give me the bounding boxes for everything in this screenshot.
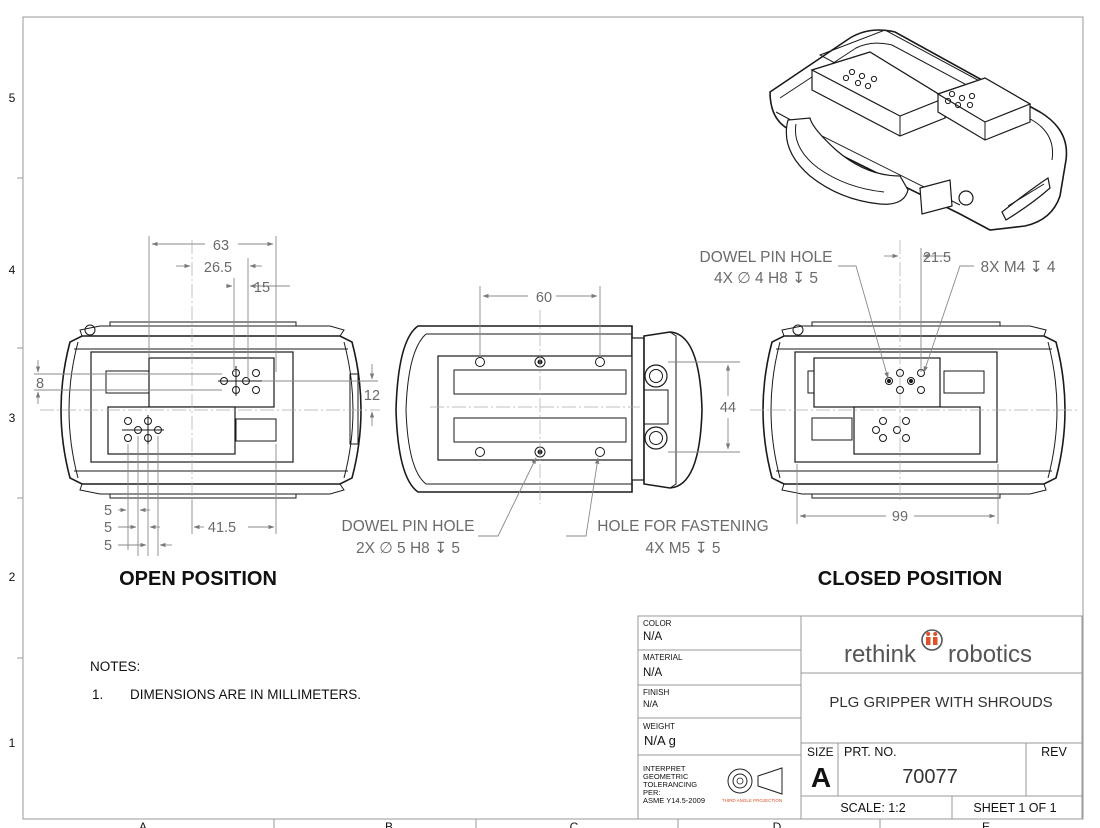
finish-label: FINISH xyxy=(643,688,669,697)
row-label-5: 5 xyxy=(9,91,16,105)
front-view: 60 44 DOWEL PIN HOLE 2X ∅ 5 H8 ↧ 5 HOLE … xyxy=(342,286,769,557)
col-label-b: B xyxy=(385,820,393,828)
isometric-view xyxy=(769,29,1068,231)
row-label-1: 1 xyxy=(9,736,16,750)
col-label-a: A xyxy=(139,820,147,828)
tolerancing-line-1: INTERPRET xyxy=(643,764,686,773)
third-angle-projection-icon xyxy=(727,767,783,795)
part-number-value: 70077 xyxy=(902,766,958,788)
closed-position-title: CLOSED POSITION xyxy=(818,568,1002,590)
front-dowel-note-line2: 2X ∅ 5 H8 ↧ 5 xyxy=(356,540,460,557)
scale-text: SCALE: 1:2 xyxy=(840,801,905,815)
size-label: SIZE xyxy=(807,745,834,759)
dim-5-b: 5 xyxy=(104,520,112,536)
material-label: MATERIAL xyxy=(643,653,683,662)
weight-label: WEIGHT xyxy=(643,722,675,731)
closed-dowel-note-line1: DOWEL PIN HOLE xyxy=(700,249,833,266)
row-label-3: 3 xyxy=(9,411,16,425)
weight-value: N/A g xyxy=(644,733,676,748)
size-value: A xyxy=(811,762,831,793)
front-body xyxy=(395,325,703,493)
dim-8: 8 xyxy=(36,376,44,392)
iso-hole-pattern xyxy=(842,68,976,109)
closed-hole-pattern xyxy=(872,369,925,442)
projection-label: THIRD ANGLE PROJECTION xyxy=(722,798,782,803)
tolerancing-line-4: PER: xyxy=(643,788,661,797)
dim-5-a: 5 xyxy=(104,503,112,519)
company-logo-icon xyxy=(921,629,943,651)
closed-dowel-note-line2: 4X ∅ 4 H8 ↧ 5 xyxy=(714,270,818,287)
dim-5-c: 5 xyxy=(104,538,112,554)
part-number-label: PRT. NO. xyxy=(844,745,897,759)
open-dimensions: 63 26.5 15 8 12 5 xyxy=(34,236,380,556)
closed-dimensions: 21.5 99 xyxy=(796,248,999,525)
col-label-e: E xyxy=(982,820,990,828)
color-value: N/A xyxy=(643,631,663,643)
sheet-text: SHEET 1 OF 1 xyxy=(973,801,1056,815)
material-value: N/A xyxy=(643,667,663,679)
fastening-note-line1: HOLE FOR FASTENING xyxy=(597,518,768,535)
row-label-4: 4 xyxy=(9,263,16,277)
tolerancing-line-2: GEOMETRIC xyxy=(643,772,689,781)
color-label: COLOR xyxy=(643,619,672,628)
open-position-title: OPEN POSITION xyxy=(119,568,277,590)
company-logo: rethink robotics xyxy=(844,629,1032,668)
dim-99: 99 xyxy=(892,509,908,525)
dim-26-5: 26.5 xyxy=(204,260,232,276)
note-1-number: 1. xyxy=(92,687,103,702)
dim-12: 12 xyxy=(364,388,380,404)
row-label-2: 2 xyxy=(9,570,16,584)
dim-63: 63 xyxy=(213,238,229,254)
col-label-c: C xyxy=(570,820,579,828)
dim-41-5: 41.5 xyxy=(208,520,236,536)
fastening-note-line2: 4X M5 ↧ 5 xyxy=(645,540,720,557)
col-label-d: D xyxy=(773,820,782,828)
note-1-text: DIMENSIONS ARE IN MILLIMETERS. xyxy=(130,687,361,702)
closed-position-view: 21.5 99 DOWEL PIN HOLE 4X ∅ 4 H8 ↧ 5 8X … xyxy=(700,240,1080,590)
thread-note: 8X M4 ↧ 4 xyxy=(980,259,1055,276)
rev-label: REV xyxy=(1041,745,1067,759)
front-dimensions: 60 44 xyxy=(478,286,740,537)
open-hole-pattern xyxy=(122,366,262,445)
tolerancing-line-3: TOLERANCING xyxy=(643,780,697,789)
sheet-border: 5 4 3 2 1 A B C D E xyxy=(9,16,1084,828)
front-dowel-note-line1: DOWEL PIN HOLE xyxy=(342,518,475,535)
notes-heading: NOTES: xyxy=(90,659,140,674)
drawing-title: PLG GRIPPER WITH SHROUDS xyxy=(829,694,1052,711)
dim-44: 44 xyxy=(720,400,736,416)
dim-21-5: 21.5 xyxy=(923,250,951,266)
notes: NOTES: 1. DIMENSIONS ARE IN MILLIMETERS. xyxy=(90,659,361,702)
company-name-right: robotics xyxy=(948,641,1032,668)
dim-15: 15 xyxy=(254,280,270,296)
company-name-left: rethink xyxy=(844,641,917,668)
tolerancing-line-5: ASME Y14.5-2009 xyxy=(643,796,705,805)
dim-60: 60 xyxy=(536,290,552,306)
open-position-view: 63 26.5 15 8 12 5 xyxy=(34,236,380,590)
title-block: COLOR N/A MATERIAL N/A FINISH N/A WEIGHT… xyxy=(637,615,1083,820)
finish-value: N/A xyxy=(643,699,658,709)
